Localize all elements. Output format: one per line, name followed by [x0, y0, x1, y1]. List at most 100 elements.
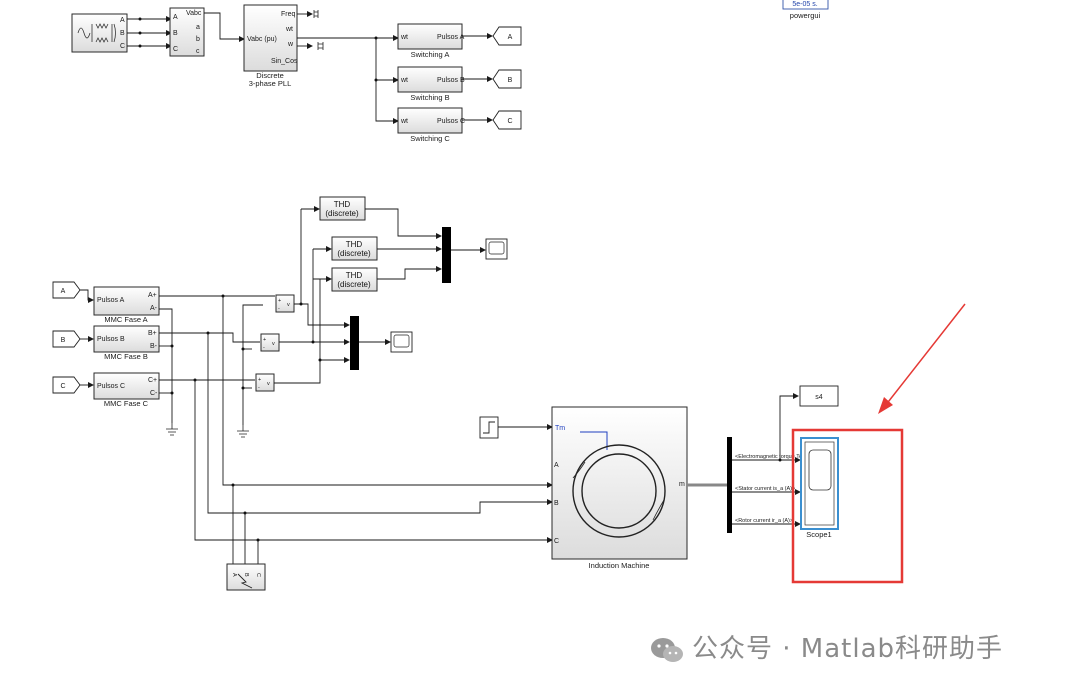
three-phase-source-block[interactable]: A B C — [71, 13, 128, 53]
scope-screen-icon — [808, 449, 832, 491]
switching-b-out: Pulsos B — [437, 77, 465, 84]
induction-in-c: C — [554, 538, 559, 545]
watermark: 公众号 · Matlab科研助手 — [650, 628, 1003, 665]
switching-b-caption: Switching B — [410, 93, 449, 102]
fault-port-c: C — [255, 573, 261, 577]
voltage-sensor-c[interactable]: + - v — [255, 373, 275, 392]
discrete-3-phase-pll-block[interactable]: Vabc (pu) Freq wt w Sin_Cos Discrete 3-p… — [243, 4, 298, 88]
mux-thd[interactable] — [442, 227, 451, 283]
three-phase-vi-measurement-block[interactable]: A B C Vabc a b c — [169, 7, 205, 57]
mmc-b-in: Pulsos B — [97, 336, 125, 343]
from-b-label: B — [61, 337, 66, 344]
lightning-icon — [237, 573, 253, 589]
mmc-fase-b-block[interactable]: Pulsos B B+ B- MMC Fase B — [93, 325, 160, 361]
powergui-block[interactable]: 5e-05 s. powergui — [782, 0, 829, 20]
thd-block-1[interactable]: THD (discrete) — [319, 196, 366, 221]
thd-wires — [301, 206, 442, 282]
three-phase-fault-block[interactable]: A B C — [226, 563, 266, 591]
bus-signal-stator-current: <Stator current is_a (A)> — [735, 486, 795, 492]
goto-c-label: C — [507, 118, 512, 125]
pll-caption-1: Discrete — [256, 71, 284, 80]
pll-caption-2: 3-phase PLL — [249, 79, 292, 88]
machine-stator-icon — [572, 444, 666, 538]
pll-out-sincos: Sin_Cos — [271, 58, 298, 65]
switching-c-out: Pulsos C — [437, 118, 465, 125]
goto-s4-label: s4 — [815, 394, 823, 401]
induction-in-tm: Tm — [555, 425, 565, 432]
terminator-icon — [313, 10, 319, 18]
vsensor-c-out: v — [267, 381, 270, 387]
voltage-sensor-b[interactable]: + - v — [260, 333, 280, 352]
step-icon — [483, 421, 495, 434]
pll-out-freq: Freq — [281, 11, 296, 18]
wt-distribution-wires — [297, 35, 399, 124]
goto-s4[interactable]: s4 — [799, 385, 839, 407]
scope-thd[interactable] — [485, 238, 508, 260]
goto-c[interactable]: C — [462, 110, 522, 130]
mmc-b-caption: MMC Fase B — [104, 352, 148, 361]
voltage-sensor-a[interactable]: + - v — [275, 294, 295, 313]
ground-icon — [166, 423, 178, 436]
bus-signal-rotor-current: <Rotor current ir_a (A)> — [735, 518, 793, 524]
scope-voltages[interactable] — [390, 331, 413, 353]
from-b[interactable]: B — [52, 330, 94, 348]
vsensor-b-minus: - — [263, 345, 265, 351]
vmeas-in-b: B — [173, 30, 178, 37]
mmc-a-caption: MMC Fase A — [104, 315, 147, 324]
vabc-wire — [204, 12, 245, 42]
goto-b[interactable]: B — [462, 69, 522, 89]
scope1-caption: Scope1 — [806, 530, 831, 539]
induction-in-b: B — [554, 500, 559, 507]
induction-machine-block[interactable]: Tm A B C m Induction Machine — [551, 406, 688, 570]
thd-3-line1: THD — [346, 271, 363, 280]
thd-1-line1: THD — [334, 200, 351, 209]
thd-1-line2: (discrete) — [325, 209, 359, 218]
mmc-b-out-neg: B- — [150, 343, 158, 350]
fault-port-b: B — [243, 573, 249, 577]
fault-port-a: A — [231, 573, 237, 577]
from-a[interactable]: A — [52, 281, 94, 303]
vsensor-b-out: v — [272, 341, 275, 347]
source-port-c: C — [120, 43, 125, 50]
switching-c-block[interactable]: wt Pulsos C Switching C — [397, 107, 465, 143]
vmeas-out-c: c — [196, 48, 200, 55]
mmc-c-out-neg: C- — [150, 390, 158, 397]
switching-a-out: Pulsos A — [437, 34, 465, 41]
goto-a[interactable]: A — [462, 26, 522, 46]
goto-b-label: B — [508, 77, 513, 84]
highlight-box — [791, 428, 904, 584]
mux-voltages[interactable] — [350, 316, 359, 370]
vsensor-a-out: v — [287, 302, 290, 308]
induction-out-m: m — [679, 481, 685, 488]
pll-terminators — [297, 10, 324, 50]
mmc-a-out-pos: A+ — [148, 292, 157, 299]
switching-a-block[interactable]: wt Pulsos A Switching A — [397, 23, 465, 59]
from-c[interactable]: C — [52, 376, 94, 394]
pll-out-w: w — [287, 41, 294, 48]
bus-selector[interactable] — [727, 437, 732, 533]
ground-icon — [237, 425, 249, 438]
mmc-fase-a-block[interactable]: Pulsos A A+ A- MMC Fase A — [93, 286, 160, 324]
switching-b-block[interactable]: wt Pulsos B Switching B — [397, 66, 465, 102]
step-block[interactable] — [479, 416, 553, 439]
thd-block-2[interactable]: THD (discrete) — [331, 236, 378, 261]
thd-block-3[interactable]: THD (discrete) — [331, 267, 378, 292]
source-port-b: B — [120, 30, 125, 37]
mmc-wiring — [159, 294, 275, 438]
mmc-a-out-neg: A- — [150, 305, 158, 312]
vsensor-a-minus: - — [278, 306, 280, 312]
from-c-label: C — [60, 383, 65, 390]
mmc-c-in: Pulsos C — [97, 383, 125, 390]
switching-c-caption: Switching C — [410, 134, 450, 143]
powergui-caption: powergui — [790, 11, 821, 20]
mmc-b-out-pos: B+ — [148, 330, 157, 337]
source-icon — [77, 23, 116, 43]
mmc-c-out-pos: C+ — [148, 377, 157, 384]
switching-b-in: wt — [400, 77, 408, 84]
mmc-fase-c-block[interactable]: Pulsos C C+ C- MMC Fase C — [93, 372, 160, 408]
terminator-icon — [317, 42, 324, 50]
vsensor-a-plus: + — [278, 298, 281, 304]
scope1-block[interactable]: Scope1 — [800, 437, 839, 539]
from-a-label: A — [61, 288, 66, 295]
